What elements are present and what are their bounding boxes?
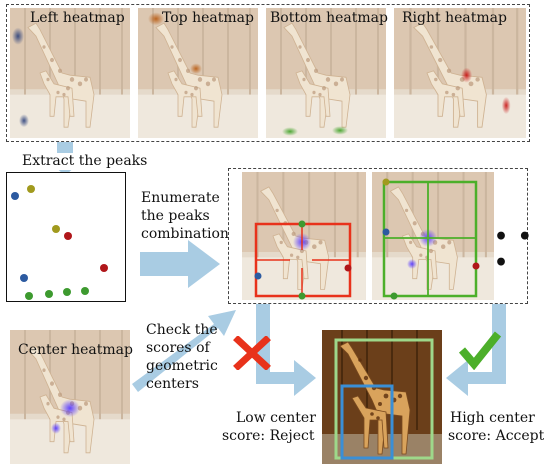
bottom-heatmap-label: Bottom heatmap xyxy=(270,10,388,26)
check-label-line4: centers xyxy=(146,376,199,392)
peak-marker xyxy=(472,262,480,270)
peak-marker xyxy=(254,272,262,280)
peak-point xyxy=(52,225,60,233)
left-heatmap-label: Left heatmap xyxy=(30,10,125,26)
accept-caption-line2: score: Accept xyxy=(448,428,544,444)
peak-marker xyxy=(298,292,306,300)
peak-marker xyxy=(382,228,390,236)
enumerate-label-line1: Enumerate xyxy=(141,190,220,206)
peak-point xyxy=(100,264,108,272)
center-heatmap-image xyxy=(10,330,130,464)
peak-point xyxy=(25,292,33,300)
peak-marker xyxy=(344,264,352,272)
reject-caption-line2: score: Reject xyxy=(222,428,315,444)
reject-caption-line1: Low center xyxy=(236,410,316,426)
peak-point xyxy=(63,288,71,296)
right-heatmap-label: Right heatmap xyxy=(402,10,507,26)
peak-point xyxy=(81,287,89,295)
peaks-plot xyxy=(11,185,108,300)
more-combinations-ellipsis: • • • xyxy=(494,224,533,276)
left-heatmap-image xyxy=(10,8,130,138)
peaks-panel xyxy=(6,172,126,302)
right-heatmap-image xyxy=(394,8,526,138)
peak-point xyxy=(11,192,19,200)
extract-peaks-label: Extract the peaks xyxy=(20,153,150,170)
peak-point xyxy=(20,274,28,282)
accept-caption-line1: High center xyxy=(450,410,535,426)
cross-icon xyxy=(233,336,271,370)
peak-marker xyxy=(382,178,390,186)
right-arrow-enumerate xyxy=(140,240,220,288)
peak-point xyxy=(45,290,53,298)
peak-marker xyxy=(390,292,398,300)
check-label-line3: geometric xyxy=(146,358,218,374)
final-detection-image xyxy=(322,330,442,464)
bottom-heatmap-image xyxy=(266,8,386,138)
enumerate-label-line3: combination xyxy=(141,226,229,242)
diagonal-arrow-check xyxy=(132,310,236,392)
enumerate-label-line2: the peaks xyxy=(141,208,210,224)
combinations-panel xyxy=(228,168,528,304)
rejected-combination-image xyxy=(242,172,366,300)
accepted-combination-image xyxy=(372,172,494,300)
top-heatmap-label: Top heatmap xyxy=(162,10,254,26)
peak-point xyxy=(27,185,35,193)
check-label-line1: Check the xyxy=(146,322,218,338)
center-heatmap-label: Center heatmap xyxy=(18,342,133,358)
check-icon xyxy=(458,331,502,370)
accept-arrow xyxy=(446,304,506,396)
check-label-line2: scores of xyxy=(146,340,210,356)
peak-marker xyxy=(298,220,306,228)
top-heatmap-image xyxy=(138,8,258,138)
reject-arrow xyxy=(256,304,316,396)
heatmaps-panel xyxy=(6,4,530,142)
peak-point xyxy=(64,232,72,240)
